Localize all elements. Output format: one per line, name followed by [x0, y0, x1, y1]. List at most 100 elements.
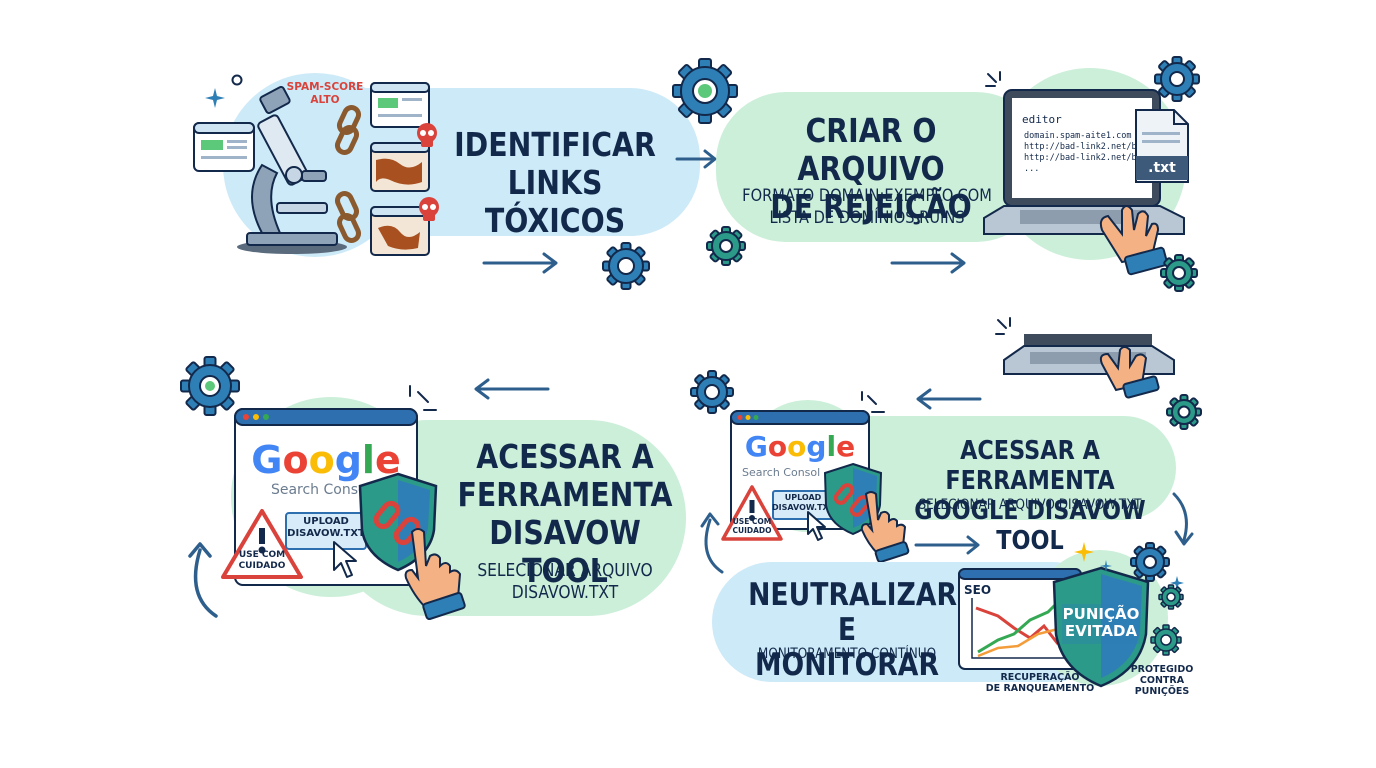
create-file-sub-line2: LISTA DE DOMÍNIOS RUINS — [769, 208, 965, 228]
editor-line-3: http://bad-link2.net/bod-page — [1024, 153, 1173, 163]
arrow-right-icon — [675, 149, 717, 169]
arrow-right-icon-3 — [890, 252, 966, 274]
gear-icon-9 — [1130, 542, 1170, 582]
sparkle-icon-2 — [1074, 542, 1094, 562]
neutralize-subtitle: MONITORAMENTO CONTÍNUO — [746, 645, 947, 663]
upload-button-label: UPLOAD DISAVOW.TXT — [285, 516, 367, 540]
upload-small-line2: DISAVOW.TXT — [772, 503, 835, 512]
hand-typing-icon — [1099, 205, 1168, 276]
warning-small-line2: CUIDADO — [732, 526, 772, 535]
neutralize-sub-line1: MONITORAMENTO CONTÍNUO — [757, 646, 937, 662]
create-file-subtitle: FORMATO DOMAIN:EXEMPLO.COM LISTA DE DOMÍ… — [734, 185, 1001, 229]
spam-score-line2: ALTO — [310, 94, 340, 106]
access-tool-small-subtitle: SELECIONAR ARQUIVO DISAVOW.TXT — [901, 496, 1159, 514]
spam-score-label: SPAM-SCORE ALTO — [280, 81, 370, 107]
warning-line2: CUIDADO — [238, 561, 286, 571]
caption-left-line2: DE RANQUEAMENTO — [985, 683, 1095, 694]
gear-icon-7 — [690, 370, 734, 414]
hand-pointer-icon-2 — [860, 491, 910, 563]
search-console-label-2: Search Consol — [742, 466, 821, 479]
ranking-recovery-caption: RECUPERAÇÃO DE RANQUEAMENTO — [980, 672, 1100, 694]
shield-line1: PUNIÇÃO — [1062, 605, 1140, 623]
access-tool-title-line2: FERRAMENTA — [457, 475, 673, 514]
access-tool-small-title: ACESSAR A FERRAMENTA GOOGLE DISAVOW TOOL — [901, 436, 1159, 556]
neutralize-title: NEUTRALIZAR E MONITORAR — [748, 577, 958, 683]
upload-button-label-2: UPLOAD DISAVOW.TXT — [772, 493, 834, 513]
editor-content: domain.spam-aite1.com http://bad-link2.n… — [1024, 131, 1172, 175]
editor-label: editor — [1022, 113, 1062, 126]
toxic-page-2-icon — [370, 142, 430, 192]
shield-check-label: PUNIÇÃO EVITADA — [1058, 606, 1144, 640]
curved-arrow-up-icon-2 — [700, 512, 724, 574]
caption-right-line3: PUNIÇÕES — [1134, 686, 1190, 697]
upload-disavow-button[interactable] — [285, 512, 367, 550]
arrow-left-icon-2 — [916, 388, 982, 410]
cursor-pointer-icon-2 — [807, 511, 826, 541]
laptop-icon — [983, 89, 1185, 235]
create-file-sub-line1: FORMATO DOMAIN:EXEMPLO.COM — [742, 186, 992, 206]
sparkle-lines-icon-2 — [409, 385, 437, 411]
warning-label: USE COM CUIDADO — [230, 550, 294, 572]
create-file-title-line2: DE REJEIÇÃO — [770, 187, 972, 226]
gear-icon-5 — [1160, 254, 1198, 292]
sparkle-icon-3 — [1100, 560, 1112, 572]
arrow-right-icon-2 — [482, 252, 558, 274]
warning-small-line1: USE COM — [732, 517, 772, 526]
access-tool-small-title-line2: GOOGLE DISAVOW TOOL — [914, 496, 1146, 556]
identify-title-line1: IDENTIFICAR — [454, 125, 656, 164]
skull-icon — [417, 123, 437, 147]
access-tool-subtitle: SELECIONAR ARQUIVO DISAVOW.TXT — [458, 560, 673, 604]
gear-icon — [672, 58, 738, 124]
create-file-title-line1: CRIAR O ARQUIVO — [797, 111, 945, 188]
skull-icon-2 — [419, 197, 439, 221]
shield-check-icon — [1052, 566, 1150, 688]
caption-left-line1: RECUPERAÇÃO — [1000, 672, 1080, 683]
identify-title-line2: LINKS TÓXICOS — [484, 163, 626, 240]
microscope-icon — [237, 86, 347, 254]
upload-disavow-button-2[interactable] — [772, 490, 834, 520]
file-extension-label: .txt — [1148, 160, 1176, 176]
seo-chart-label: SEO — [964, 583, 992, 597]
caption-right-line1: PROTEGIDO — [1130, 664, 1194, 675]
sparkle-icon — [205, 88, 225, 108]
arrow-left-icon — [474, 378, 550, 400]
gear-icon-6 — [180, 356, 240, 416]
warning-icon-2 — [721, 485, 783, 541]
editor-line-2: http://bad-link2.net/bod-page — [1024, 142, 1173, 152]
access-tool-small-sub-line1: SELECIONAR ARQUIVO DISAVOW.TXT — [918, 497, 1142, 513]
gear-icon-2 — [602, 242, 650, 290]
identify-title: IDENTIFICAR LINKS TÓXICOS — [439, 126, 671, 240]
spam-score-line1: SPAM-SCORE — [286, 81, 364, 93]
caption-right-line2: CONTRA — [1139, 675, 1185, 686]
protected-caption: PROTEGIDO CONTRA PUNIÇÕES — [1124, 664, 1200, 697]
warning-line1: USE COM — [238, 550, 286, 560]
search-console-label: Search Console — [270, 482, 380, 498]
toxic-page-1-icon — [370, 82, 430, 128]
neutralize-title-line1: NEUTRALIZAR — [748, 577, 958, 613]
curved-arrow-down-icon — [1172, 492, 1194, 546]
sparkle-icon-4 — [1170, 576, 1184, 590]
hand-typing-icon-2 — [1099, 346, 1160, 399]
shield-line2: EVITADA — [1064, 622, 1138, 640]
upload-line2: DISAVOW.TXT — [287, 528, 365, 539]
upload-small-line1: UPLOAD — [784, 493, 822, 502]
editor-line-1: domain.spam-aite1.com — [1024, 131, 1132, 141]
sparkle-lines-icon-4 — [861, 391, 885, 413]
gear-icon-11 — [1150, 624, 1182, 656]
toxic-page-3-icon — [370, 206, 430, 256]
curved-arrow-up-icon — [188, 542, 218, 618]
access-tool-title-line1: ACESSAR A — [476, 437, 654, 476]
browser-window-icon — [193, 122, 255, 172]
access-tool-sub-line1: SELECIONAR ARQUIVO — [477, 560, 653, 581]
sparkle-lines-icon-3 — [995, 317, 1011, 335]
cursor-pointer-icon — [333, 541, 357, 578]
upload-line1: UPLOAD — [303, 516, 349, 527]
neutralize-title-line2: E MONITORAR — [755, 612, 939, 683]
access-tool-small-title-line1: ACESSAR A FERRAMENTA — [945, 436, 1115, 496]
access-tool-title: ACESSAR A FERRAMENTA DISAVOW TOOL — [458, 438, 673, 590]
text-file-icon — [1135, 109, 1189, 183]
gear-icon-10 — [1158, 584, 1184, 610]
chain-link-icon — [334, 105, 362, 243]
gear-icon-8 — [1166, 394, 1202, 430]
